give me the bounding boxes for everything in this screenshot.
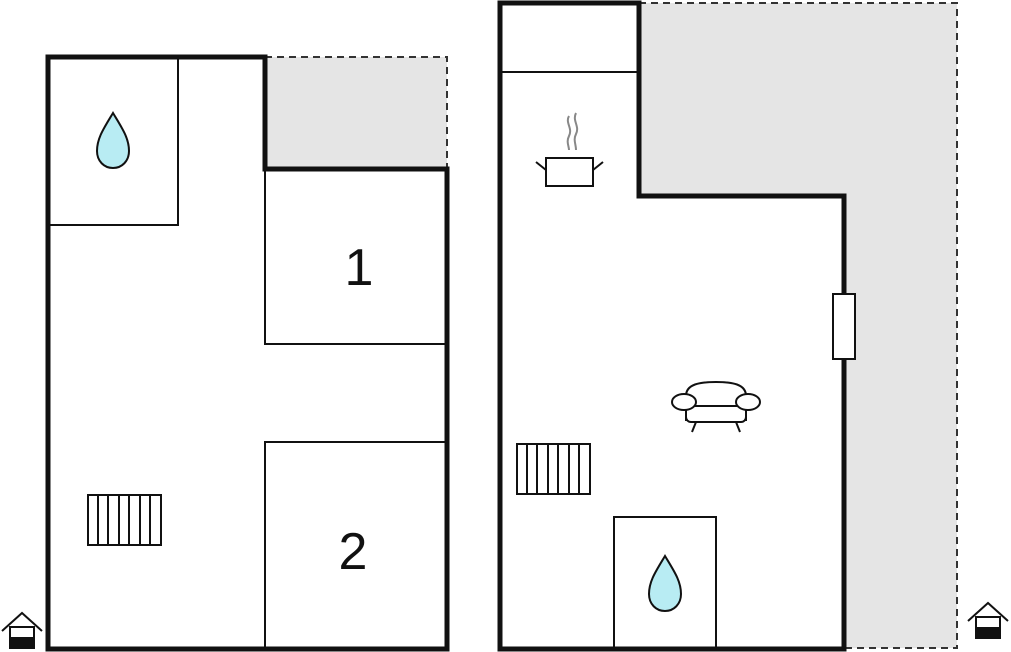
floor-indicator-icon xyxy=(967,601,1009,639)
outdoor-area-right xyxy=(639,3,957,648)
sofa-icon xyxy=(671,380,761,433)
floor-plan-left: 1 2 xyxy=(1,54,450,652)
water-drop-icon xyxy=(95,111,131,170)
outdoor-area-left-border xyxy=(265,56,448,169)
bathroom-left xyxy=(48,57,179,226)
outdoor-area-left xyxy=(265,57,447,169)
floor-plan-right xyxy=(497,0,1009,652)
window xyxy=(832,293,856,360)
cooking-pot-icon xyxy=(535,112,604,187)
bathroom-right xyxy=(613,516,717,649)
stairs-icon xyxy=(87,494,162,546)
outer-wall-left xyxy=(45,54,450,652)
room-2-label: 2 xyxy=(339,523,368,581)
outer-wall-right xyxy=(497,0,847,652)
room-1-label: 1 xyxy=(345,239,374,297)
room-2 xyxy=(264,441,447,649)
stairs-icon xyxy=(516,443,591,495)
floor-indicator-icon xyxy=(1,611,43,649)
water-drop-icon xyxy=(647,554,683,613)
room-1 xyxy=(264,169,447,345)
outdoor-area-right-border xyxy=(639,2,958,649)
